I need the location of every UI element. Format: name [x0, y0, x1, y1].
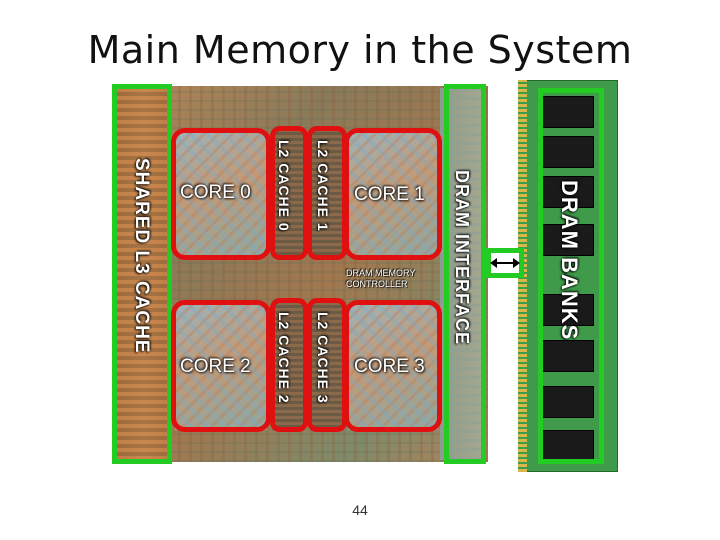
dram-interface-highlight: [444, 84, 486, 464]
l2-cache-2-texture: [272, 303, 304, 431]
core-0-label: CORE 0: [180, 182, 251, 203]
l2-cache-1-texture: [310, 130, 344, 258]
l2-cache-0-texture: [272, 130, 304, 258]
arrow-right-icon: [513, 258, 520, 268]
core-3-label: CORE 3: [354, 356, 425, 377]
memory-controller-label: DRAM MEMORY CONTROLLER: [346, 268, 416, 289]
dram-banks-label: DRAM BANKS: [557, 180, 582, 341]
l3-cache-region: [115, 88, 172, 460]
dram-interface-label: DRAM INTERFACE: [452, 170, 472, 345]
l2-cache-3-label: L2 CACHE 3: [315, 312, 331, 404]
l2-cache-1-label: L2 CACHE 1: [315, 140, 331, 232]
l2-cache-3-texture: [310, 303, 344, 431]
l2-cache-2-label: L2 CACHE 2: [276, 312, 292, 404]
slide-title: Main Memory in the System: [87, 28, 633, 72]
dram-chip: [542, 96, 594, 128]
dram-chip: [542, 224, 594, 256]
l2-cache-0-highlight: [270, 126, 308, 260]
page-number: 44: [352, 502, 368, 518]
l2-cache-0-label: L2 CACHE 0: [276, 140, 292, 232]
l3-cache-highlight: [112, 84, 172, 464]
bidirectional-arrow-icon: [494, 262, 516, 264]
dram-banks-outline: [538, 88, 604, 464]
l2-cache-3-highlight: [307, 298, 347, 432]
l2-cache-1-highlight: [307, 126, 347, 260]
core-2-texture: [175, 305, 267, 430]
core-2-label: CORE 2: [180, 356, 251, 377]
l2-cache-2-highlight: [270, 298, 308, 432]
arrow-left-icon: [490, 258, 497, 268]
core-0-highlight: [171, 128, 271, 260]
core-3-texture: [348, 305, 438, 430]
dram-chip: [542, 340, 594, 372]
dram-chip: [542, 294, 594, 326]
core-1-label: CORE 1: [354, 184, 425, 205]
dram-chip: [542, 176, 594, 208]
dram-chip: [542, 386, 594, 418]
core-2-highlight: [171, 300, 271, 432]
dram-chip: [542, 430, 594, 462]
l3-cache-label: SHARED L3 CACHE: [131, 158, 152, 354]
core-0-texture: [175, 132, 267, 257]
dram-chip: [542, 136, 594, 168]
core-1-texture: [348, 132, 438, 257]
